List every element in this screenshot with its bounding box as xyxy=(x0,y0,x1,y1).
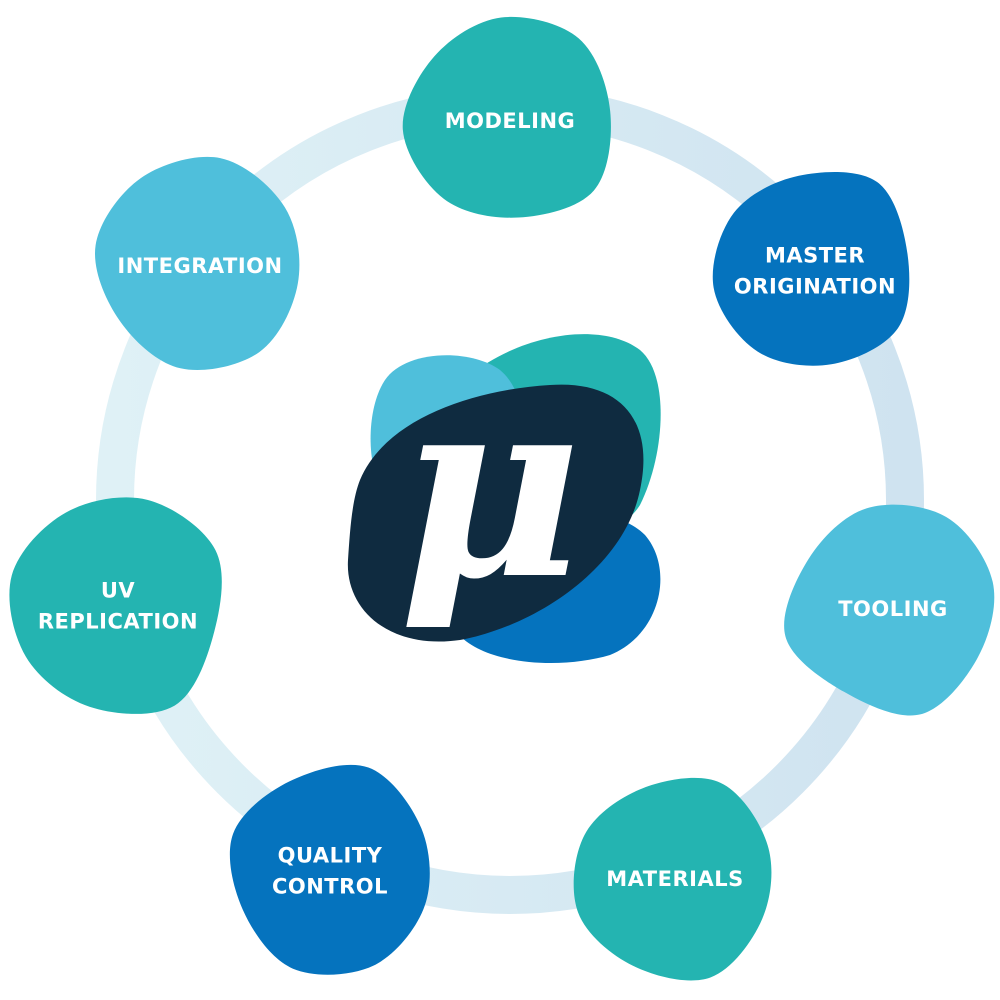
node-modeling: MODELING xyxy=(402,16,611,218)
node-label-master-origination-line2: ORIGINATION xyxy=(734,275,896,299)
node-label-modeling-line1: MODELING xyxy=(445,109,576,133)
node-master-origination: MASTER ORIGINATION xyxy=(712,171,910,366)
node-uv-replication: UV REPLICATION xyxy=(9,497,222,714)
stage-nodes: MODELING MASTER ORIGINATION TOOLING MATERIAL… xyxy=(9,16,995,981)
node-label-integration-line1: INTEGRATION xyxy=(117,254,282,278)
mu-logo-icon: μ xyxy=(347,334,661,663)
node-label-uv-replication-line2: REPLICATION xyxy=(38,610,198,634)
node-blob-integration xyxy=(94,156,300,371)
node-blob-quality-control xyxy=(229,764,430,975)
node-tooling: TOOLING xyxy=(784,504,995,716)
node-blob-modeling xyxy=(402,16,611,218)
node-blob-master-origination xyxy=(712,171,910,366)
node-blob-materials xyxy=(573,777,772,981)
node-label-quality-control-line2: CONTROL xyxy=(272,875,388,899)
center-logo: μ xyxy=(347,334,661,663)
mu-glyph: μ xyxy=(399,340,582,634)
logo-blob-navy xyxy=(347,384,644,642)
node-label-quality-control-line1: QUALITY xyxy=(278,844,383,868)
node-blob-tooling xyxy=(784,504,995,716)
node-label-master-origination-line1: MASTER xyxy=(765,244,865,268)
node-quality-control: QUALITY CONTROL xyxy=(229,764,430,975)
node-blob-uv-replication xyxy=(9,497,222,714)
node-label-tooling-line1: TOOLING xyxy=(838,597,948,621)
node-label-uv-replication-line1: UV xyxy=(101,579,136,603)
node-integration: INTEGRATION xyxy=(94,156,300,371)
node-materials: MATERIALS xyxy=(573,777,772,981)
node-label-materials-line1: MATERIALS xyxy=(606,867,743,891)
